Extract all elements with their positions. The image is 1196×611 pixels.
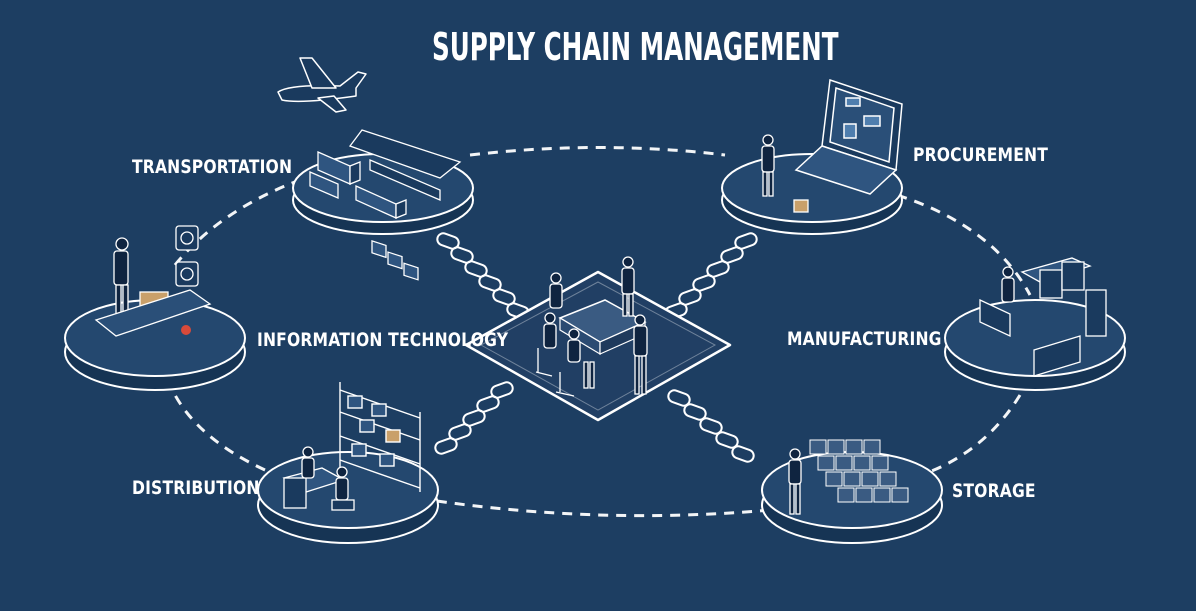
diagram-title: SUPPLY CHAIN MANAGEMENT [432,25,839,69]
manufacturing-machines-icon [979,257,1107,377]
central-command-platform [464,256,732,422]
link-chain-storage [667,389,755,463]
laptop-icon [794,78,903,195]
procurement-worker-icon [761,134,809,213]
link-chain [434,232,758,463]
storage-worker-icon [788,448,802,515]
label-manufacturing: MANUFACTURING [787,328,942,350]
link-chain-distribution [434,381,514,455]
storage-pallets-icon [809,439,909,503]
delivery-worker-icon [94,237,212,337]
transport-vehicles-icon [309,129,462,281]
link-chain-transport [436,232,530,320]
office-workers-icon [282,446,355,511]
label-transportation: TRANSPORTATION [132,156,293,178]
label-distribution: DISTRIBUTION [132,477,260,499]
label-storage: STORAGE [952,480,1036,502]
link-chain-procurement [664,232,758,320]
label-information-technology: INFORMATION TECHNOLOGY [257,329,509,351]
airplane-icon [277,57,367,113]
label-procurement: PROCUREMENT [913,144,1049,166]
warehouse-shelf-icon [339,382,421,492]
tech-badge-icons [175,225,199,287]
